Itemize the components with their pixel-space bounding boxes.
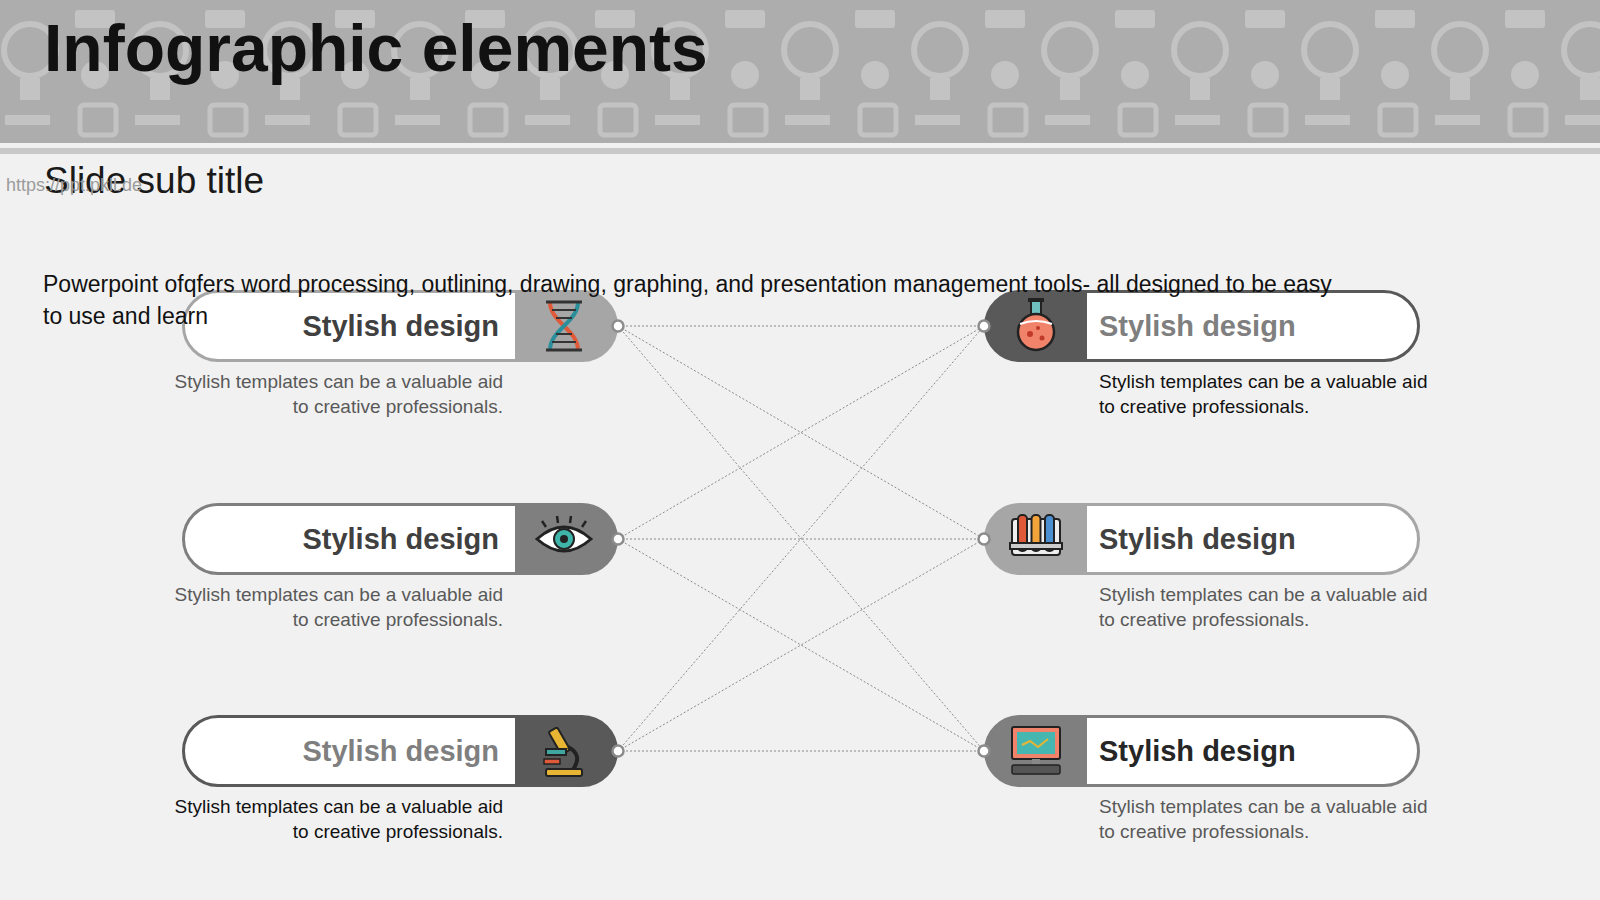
slide-subtitle: Slide sub title — [44, 161, 1600, 202]
intro-text: Powerpoint ofqfers word processing, outl… — [43, 268, 1353, 332]
pill-fill — [184, 717, 617, 786]
node-description: Stylish templates can be a valuable aid … — [158, 583, 503, 632]
pill-border — [986, 292, 1419, 361]
connector-line — [618, 326, 984, 751]
pill-fill — [986, 505, 1419, 574]
node-description: Stylish templates can be a valuable aid … — [1099, 370, 1444, 419]
connector-dot — [979, 534, 990, 545]
pill-border — [184, 717, 617, 786]
connector-line — [618, 326, 984, 327]
node-heading: Stylish design — [1099, 737, 1296, 766]
connector-line — [618, 539, 984, 751]
connector-line — [618, 539, 984, 751]
node-heading: Stylish design — [302, 737, 499, 766]
watermark: https://ppt.pkll.de — [6, 176, 1600, 196]
node-description: Stylish templates can be a valuable aid … — [1099, 583, 1444, 632]
node-description: Stylish templates can be a valuable aid … — [1099, 795, 1444, 844]
connector — [618, 539, 984, 751]
pill-border — [184, 292, 617, 361]
pill-text-area — [184, 717, 516, 786]
connector-dot — [979, 321, 990, 332]
pill-text-area — [184, 292, 516, 361]
slide-title: Infographic elements — [44, 14, 1600, 83]
connector-dot — [613, 746, 624, 757]
connector — [618, 539, 984, 751]
pill-text-area — [1087, 505, 1419, 574]
pill-text-area — [1087, 717, 1419, 786]
connector-dot — [613, 321, 624, 332]
node-heading: Stylish design — [1099, 525, 1296, 554]
connector — [618, 326, 984, 539]
flask-icon — [1018, 298, 1054, 350]
connector — [618, 326, 984, 539]
pill-fill — [986, 292, 1419, 361]
pill-text-area — [1087, 292, 1419, 361]
dna-icon — [546, 302, 582, 350]
connector — [618, 326, 984, 751]
pill-border — [184, 505, 617, 574]
test-tubes-icon — [1010, 515, 1062, 555]
pill-text-area — [184, 505, 516, 574]
node-heading: Stylish design — [302, 525, 499, 554]
pill-border — [986, 717, 1419, 786]
node-heading: Stylish design — [302, 312, 499, 341]
connector — [618, 751, 984, 752]
connector-dot — [613, 534, 624, 545]
connector — [618, 326, 984, 327]
connector-line — [618, 326, 984, 539]
connector-dot — [979, 746, 990, 757]
pill-border — [986, 505, 1419, 574]
node-description: Stylish templates can be a valuable aid … — [158, 795, 503, 844]
connector-line — [618, 326, 984, 539]
connector-line — [618, 326, 984, 751]
eye-icon — [537, 516, 591, 551]
pill-fill — [184, 292, 617, 361]
connector-line — [618, 751, 984, 752]
connector — [618, 326, 984, 751]
microscope-icon — [544, 727, 582, 776]
node-description: Stylish templates can be a valuable aid … — [158, 370, 503, 419]
computer-icon — [1012, 727, 1060, 774]
pill-fill — [184, 505, 617, 574]
pill-fill — [986, 717, 1419, 786]
node-heading: Stylish design — [1099, 312, 1296, 341]
